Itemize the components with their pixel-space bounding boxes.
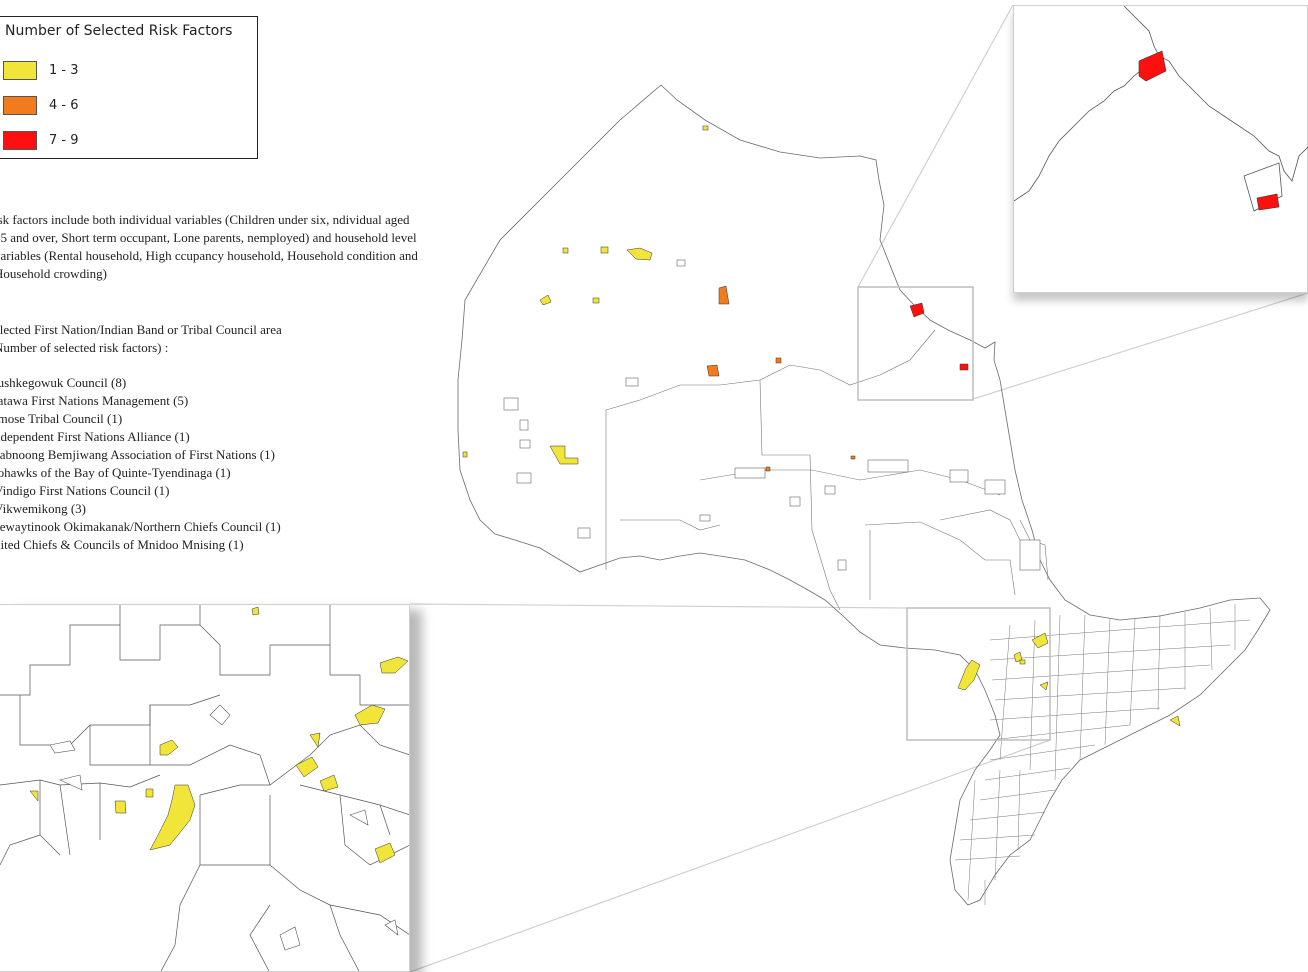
inset-south-svg [0, 605, 409, 971]
legend-item-medium: 4 - 6 [3, 95, 79, 115]
list-item: imose Tribal Council (1) [0, 411, 123, 426]
legend-label-low: 1 - 3 [49, 62, 79, 78]
list-item: nited Chiefs & Councils of Mnidoo Mnisin… [0, 537, 244, 552]
list-item: Vikwemikong (3) [0, 501, 87, 516]
southern-township-grid [954, 604, 1251, 905]
inset-south-yellow-areas [29, 606, 409, 864]
legend-label-high: 7 - 9 [49, 132, 79, 148]
area-list-heading-line2: Number of selected risk factors) : [0, 340, 169, 355]
inset-locator-north [857, 286, 974, 401]
province-outline [457, 84, 1271, 906]
area-list-heading: elected First Nation/Indian Band or Trib… [0, 321, 414, 357]
list-item: lohawks of the Bay of Quinte-Tyendinaga … [0, 465, 231, 480]
inset-south-outlines [49, 704, 399, 951]
area-list: lushkegowuk Council (8) latawa First Nat… [0, 374, 414, 554]
legend-swatch-high [3, 130, 37, 150]
reserve-outlines [503, 259, 1041, 571]
inset-north-river [1014, 60, 1155, 202]
inset-north-svg [1014, 6, 1308, 212]
inset-locator-south [906, 607, 1051, 741]
areas-medium-risk [706, 285, 856, 472]
list-item: latawa First Nations Management (5) [0, 393, 189, 408]
risk-factor-note: isk factors include both individual vari… [0, 212, 418, 281]
inset-north-red-2 [1256, 193, 1280, 211]
callout-lines [409, 4, 1308, 972]
legend-swatch-low [3, 60, 37, 80]
list-item: Vindigo First Nations Council (1) [0, 483, 170, 498]
areas-low-risk [462, 125, 1181, 727]
list-item: aabnoong Bemjiwang Association of First … [0, 447, 275, 462]
legend-label-medium: 4 - 6 [49, 97, 79, 113]
map-legend: Number of Selected Risk Factors 1 - 3 4 … [0, 16, 258, 159]
list-item: ndependent First Nations Alliance (1) [0, 429, 190, 444]
legend-item-high: 7 - 9 [3, 130, 79, 150]
inset-map-north [1013, 5, 1308, 293]
inset-map-south [0, 604, 410, 972]
legend-swatch-medium [3, 95, 37, 115]
list-item: eewaytinook Okimakanak/Northern Chiefs C… [0, 519, 281, 534]
legend-title: Number of Selected Risk Factors [5, 23, 233, 39]
inset-north-boundary [1123, 6, 1308, 182]
inset-north-red-1 [1138, 50, 1167, 82]
inset-south-boundaries [0, 605, 409, 971]
legend-item-low: 1 - 3 [3, 60, 79, 80]
area-list-heading-line1: elected First Nation/Indian Band or Trib… [0, 322, 282, 337]
district-lines [605, 329, 1049, 611]
areas-high-risk [909, 302, 969, 371]
list-item: lushkegowuk Council (8) [0, 375, 127, 390]
